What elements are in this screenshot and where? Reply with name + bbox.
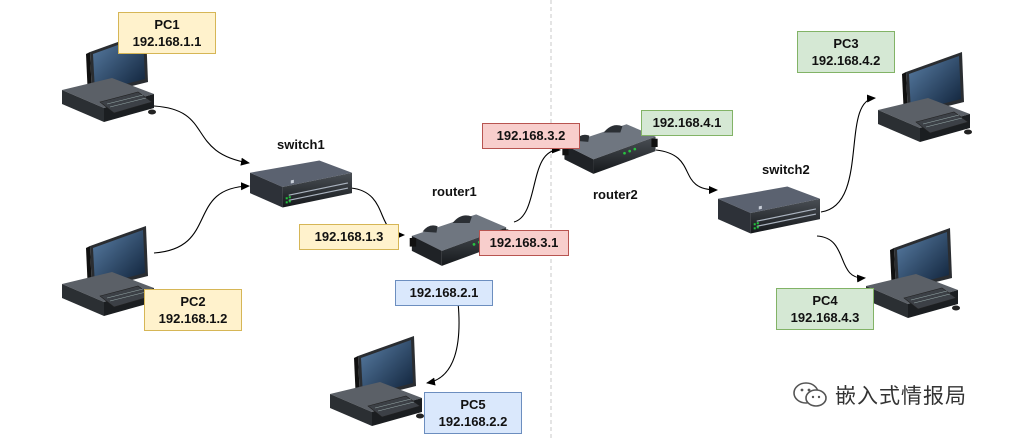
link-switch2-pc4: [816, 235, 866, 283]
pc5-computer-icon: [329, 336, 424, 427]
switch1-caption: switch1: [277, 137, 325, 152]
router1-interface-switch1-ip: 192.168.1.3: [299, 224, 399, 250]
switch2-icon: [718, 186, 820, 235]
pc4-ip: 192.168.4.3: [790, 310, 860, 325]
switch2-caption: switch2: [762, 162, 810, 177]
pc1-label: PC1 192.168.1.1: [118, 12, 216, 54]
pc2-name: PC2: [180, 294, 206, 309]
pc5-ip: 192.168.2.2: [438, 414, 508, 429]
pc4-label: PC4 192.168.4.3: [776, 288, 874, 330]
link-router1-router2: [513, 145, 561, 223]
pc4-name: PC4: [812, 293, 838, 308]
pc3-ip: 192.168.4.2: [811, 53, 881, 68]
router2-interface-router1-ip: 192.168.3.2: [482, 123, 580, 149]
link-switch2-pc3: [820, 94, 876, 213]
switch1-icon: [250, 160, 352, 209]
pc5-name: PC5: [460, 397, 486, 412]
pc2-ip: 192.168.1.2: [158, 311, 228, 326]
router1-interface-pc5-ip: 192.168.2.1: [395, 280, 493, 306]
watermark-text: 嵌入式情报局: [835, 384, 967, 408]
pc1-name: PC1: [154, 17, 180, 32]
wechat-icon: [793, 382, 827, 407]
pc5-label: PC5 192.168.2.2: [424, 392, 522, 434]
router2-interface-switch2-ip: 192.168.4.1: [641, 110, 733, 136]
watermark: 嵌入式情报局: [791, 380, 967, 410]
router2-caption: router2: [593, 187, 638, 202]
pc3-label: PC3 192.168.4.2: [797, 31, 895, 73]
router1-interface-router2-ip: 192.168.3.1: [479, 230, 569, 256]
link-router1-pc5: [426, 301, 460, 386]
pc2-computer-icon: [61, 226, 156, 317]
link-router2-switch2: [655, 149, 718, 194]
router1-caption: router1: [432, 184, 477, 199]
pc2-label: PC2 192.168.1.2: [144, 289, 242, 331]
link-pc1-switch1: [153, 105, 250, 166]
pc3-name: PC3: [833, 36, 859, 51]
pc4-computer-icon: [865, 228, 960, 319]
pc1-ip: 192.168.1.1: [132, 34, 202, 49]
link-pc2-switch1: [153, 182, 250, 254]
